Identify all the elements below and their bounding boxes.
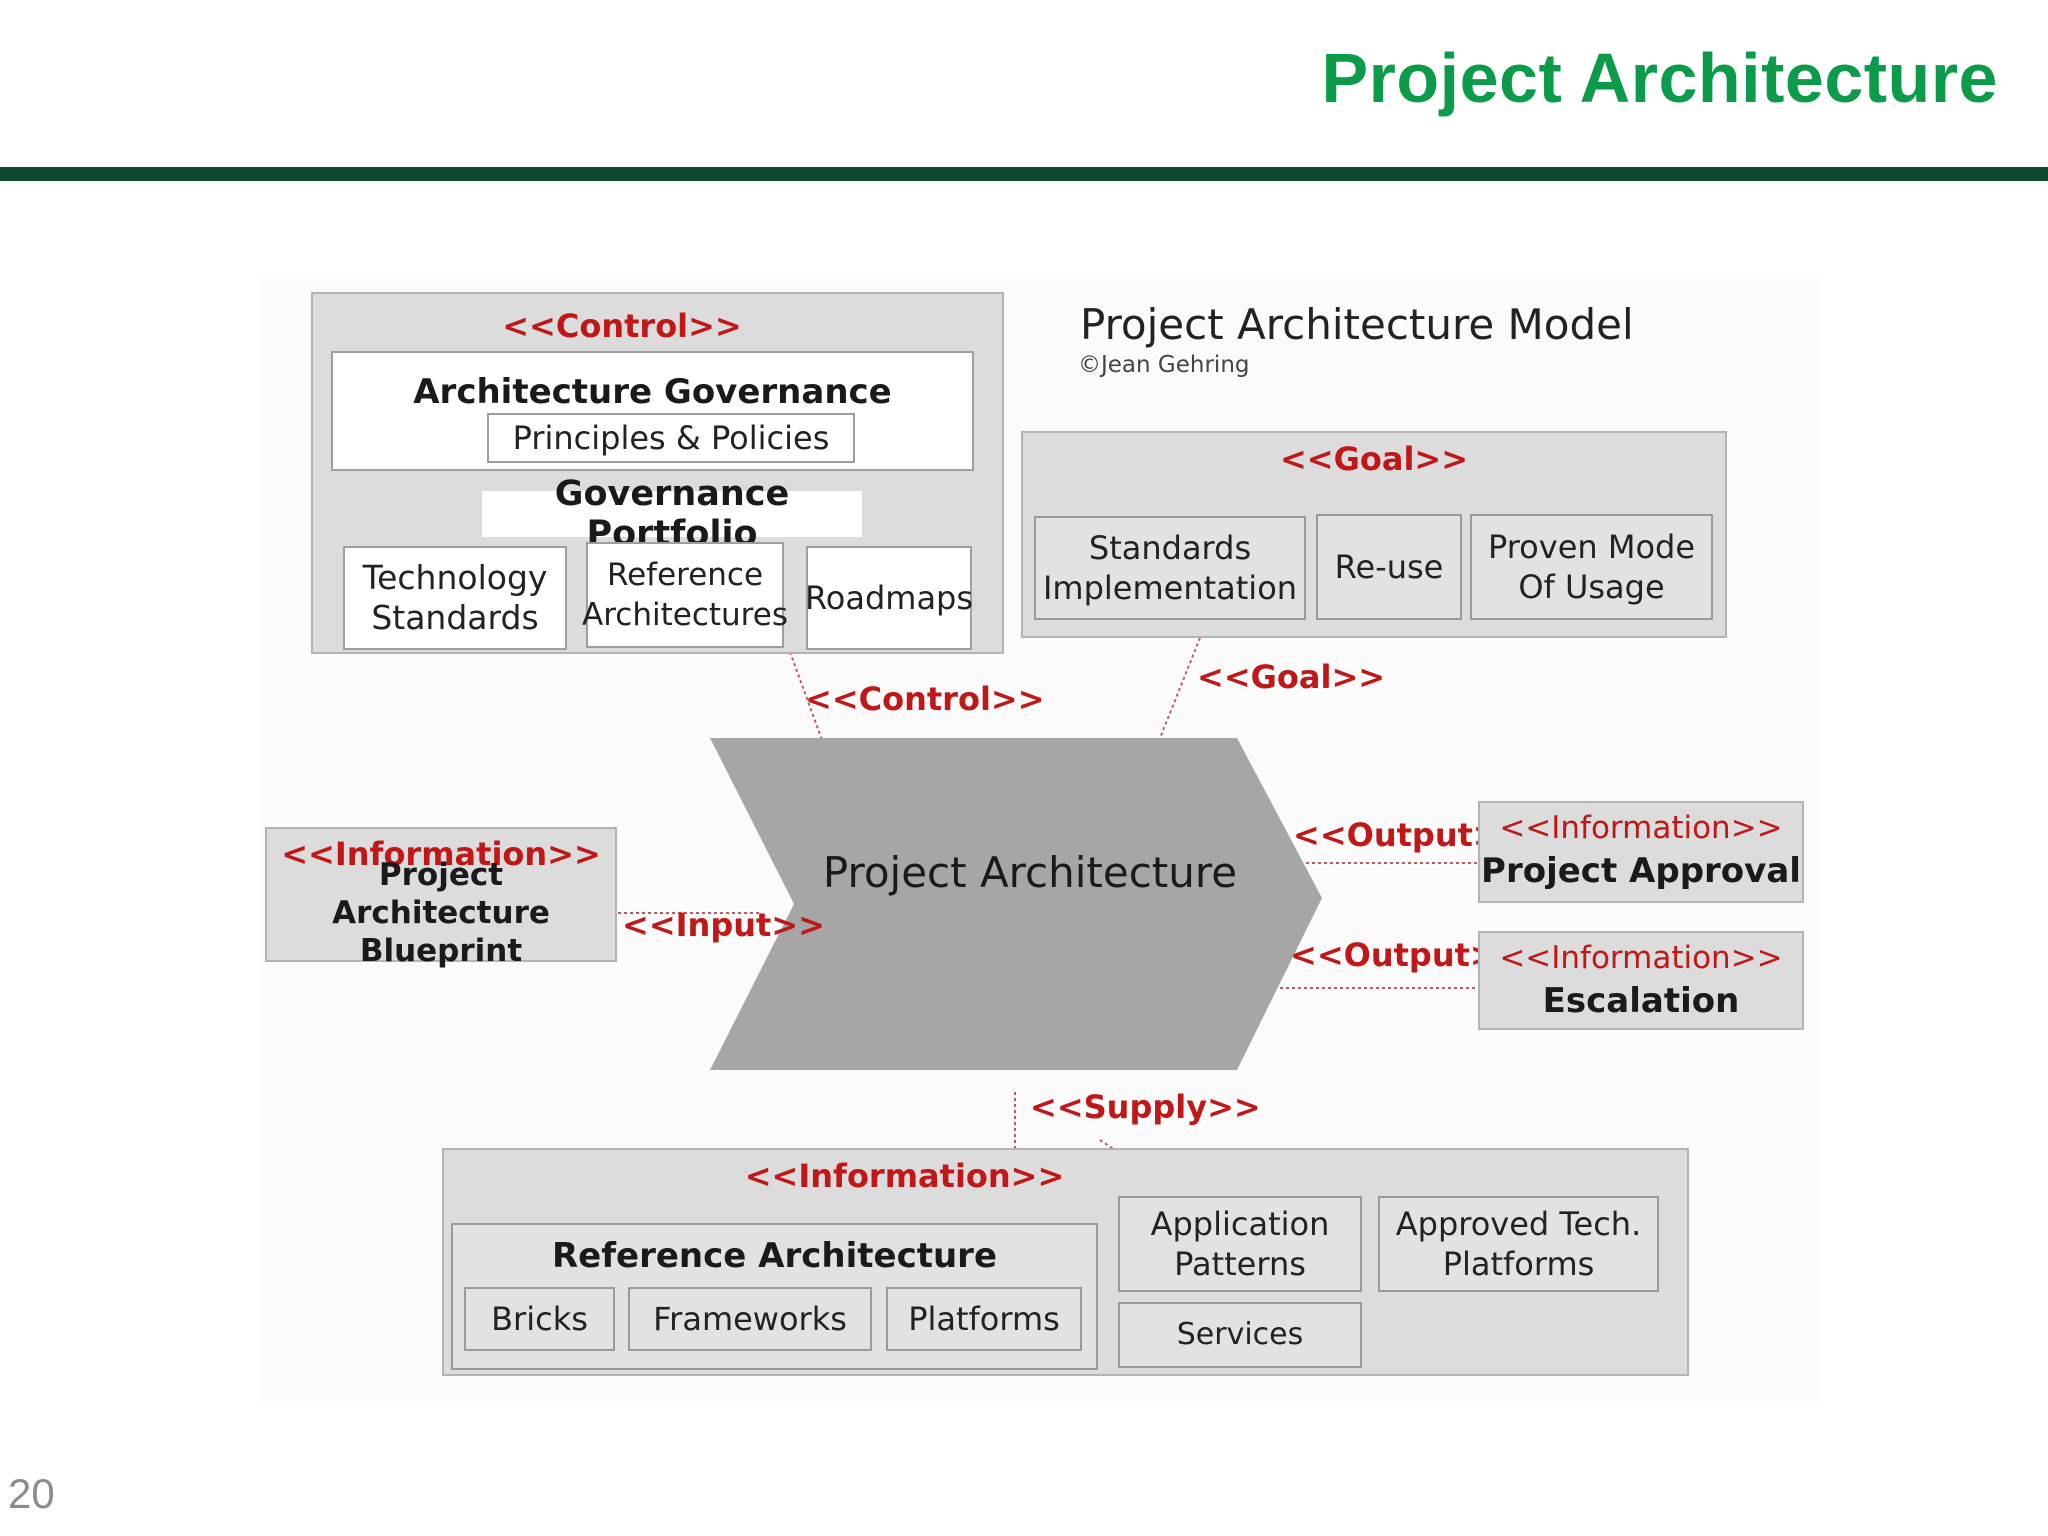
goal-connector	[1159, 637, 1201, 739]
escalation-box	[1478, 931, 1804, 1030]
supply-connector-label: <<Supply>>	[1030, 1088, 1261, 1126]
escalation-stereotype: <<Information>>	[1499, 940, 1783, 976]
control-connector	[789, 651, 823, 741]
technology-standards-box: Technology Standards	[343, 546, 567, 650]
project-approval-name: Project Approval	[1481, 851, 1801, 891]
model-credit: ©Jean Gehring	[1078, 352, 1250, 378]
application-patterns-box: Application Patterns	[1118, 1196, 1362, 1292]
page-number: 20	[8, 1470, 55, 1517]
goal-connector-label: <<Goal>>	[1197, 658, 1386, 696]
project-approval-stereotype: <<Information>>	[1499, 810, 1783, 846]
bricks-box: Bricks	[464, 1287, 615, 1351]
roadmaps-box: Roadmaps	[805, 546, 973, 650]
frameworks-box: Frameworks	[628, 1287, 872, 1351]
goal-stereotype: <<Goal>>	[1279, 440, 1469, 478]
slide-title: Project Architecture	[1321, 39, 1998, 117]
title-rule	[0, 167, 2048, 181]
model-title: Project Architecture Model	[1080, 300, 1634, 349]
standards-implementation-box: Standards Implementation	[1034, 516, 1306, 620]
reference-architectures-box: Reference Architectures	[582, 542, 788, 648]
blueprint-stereotype: <<Information>>	[281, 835, 601, 873]
services-box: Services	[1118, 1302, 1362, 1368]
re-use-box: Re-use	[1316, 514, 1462, 620]
project-approval-box	[1478, 801, 1804, 903]
input-connector-label: <<Input>>	[622, 906, 825, 944]
architecture-governance-label: Architecture Governance	[413, 372, 892, 412]
project-architecture-label: Project Architecture	[822, 848, 1238, 897]
blueprint-name: Project Architecture Blueprint	[332, 857, 550, 969]
blueprint-box	[265, 827, 617, 962]
reference-architecture-label: Reference Architecture	[551, 1236, 998, 1276]
platforms-box: Platforms	[886, 1287, 1082, 1351]
principles-policies-box: Principles & Policies	[487, 413, 855, 463]
control-connector-label: <<Control>>	[805, 680, 1045, 718]
approved-tech-platforms-box: Approved Tech. Platforms	[1378, 1196, 1659, 1292]
escalation-name: Escalation	[1542, 981, 1740, 1021]
proven-mode-box: Proven Mode Of Usage	[1470, 514, 1713, 620]
governance-portfolio-label: Governance Portfolio	[482, 474, 862, 554]
control-stereotype: <<Control>>	[502, 307, 742, 345]
project-architecture-chevron	[710, 738, 1322, 1070]
information-stereotype: <<Information>>	[744, 1157, 1065, 1195]
